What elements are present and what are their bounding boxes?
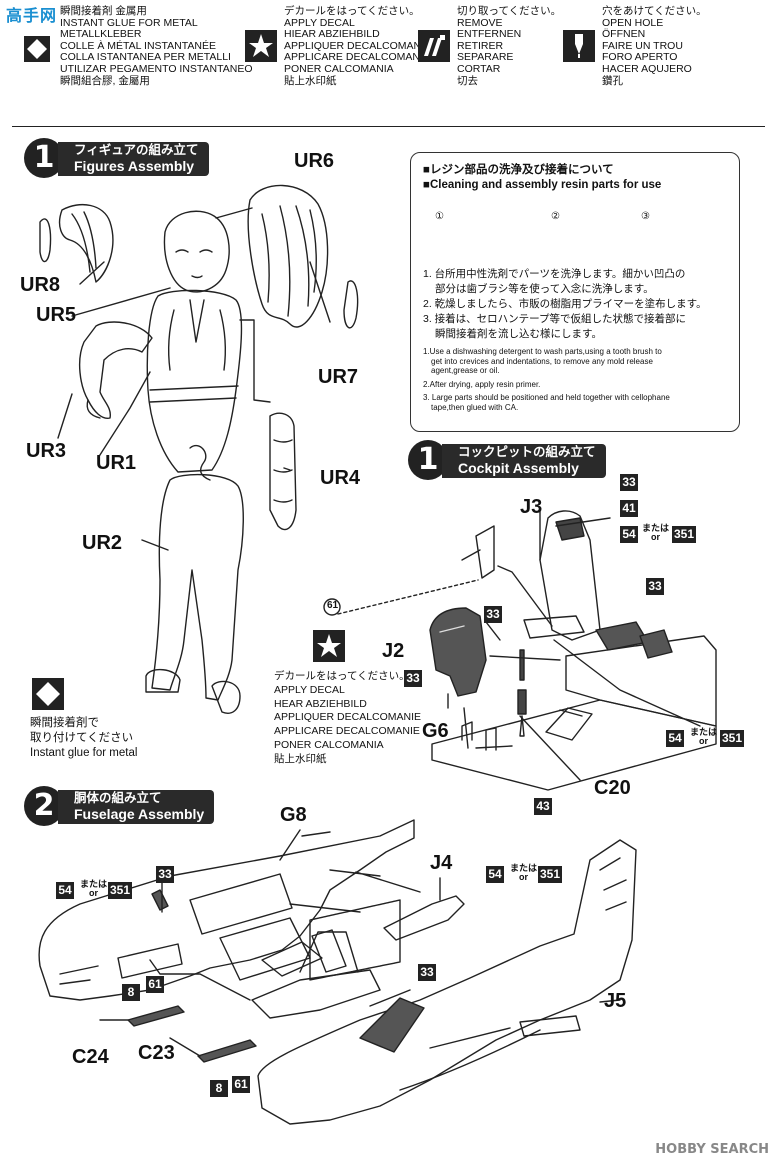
cockpit-rear-box bbox=[565, 635, 717, 727]
step-title-box: フィギュアの組み立て Figures Assembly bbox=[58, 142, 209, 176]
figure-head bbox=[163, 210, 230, 293]
hair-piece-small bbox=[39, 218, 52, 263]
label-ur7: UR7 bbox=[318, 366, 359, 388]
color-tag-351: 351 bbox=[538, 866, 563, 883]
cut-remove-icon bbox=[418, 30, 450, 62]
part-61-circle bbox=[323, 598, 341, 616]
figure-torso-ur1 bbox=[146, 289, 243, 473]
color-tag-33: 33 bbox=[484, 606, 502, 623]
armor-j2 bbox=[429, 607, 487, 697]
glue-diamond-icon bbox=[24, 36, 50, 62]
star-decal-icon bbox=[245, 30, 277, 62]
label-g6: G6 bbox=[422, 720, 449, 742]
hair-piece-ur8 bbox=[58, 203, 114, 283]
label-ur3: UR3 bbox=[26, 440, 67, 462]
resin-fig-2: ② bbox=[551, 211, 560, 222]
label-c24: C24 bbox=[72, 1046, 109, 1068]
color-tag-33: 33 bbox=[404, 670, 422, 687]
color-tag-54: 54 bbox=[666, 730, 684, 747]
label-ur8: UR8 bbox=[20, 274, 61, 296]
resin-header-jp: ■レジン部品の洗浄及び接着について bbox=[423, 164, 614, 176]
color-tag-351: 351 bbox=[720, 730, 745, 747]
step-number-badge: 1 bbox=[408, 440, 448, 480]
label-j4: J4 bbox=[430, 852, 453, 874]
step-number-badge: 2 bbox=[24, 786, 64, 826]
color-tag-33: 33 bbox=[620, 474, 638, 491]
color-tag-351: 351 bbox=[108, 882, 133, 899]
color-tag-54: 54 bbox=[486, 866, 504, 883]
figure-belt bbox=[149, 385, 239, 403]
step-number-badge: 1 bbox=[24, 138, 64, 178]
fuselage-right-j5 bbox=[257, 839, 637, 1125]
color-tag-54: 54 bbox=[620, 526, 638, 543]
color-tag-61: 61 bbox=[146, 976, 164, 993]
resin-header-en: ■Cleaning and assembly resin parts for u… bbox=[423, 179, 662, 191]
hobby-search-watermark: HOBBY SEARCH bbox=[655, 1142, 769, 1157]
part-c23 bbox=[197, 1039, 257, 1063]
step-title-box: コックピットの組み立て Cockpit Assembly bbox=[442, 444, 606, 478]
resin-fig-1: ① bbox=[435, 211, 444, 222]
label-j5: J5 bbox=[604, 990, 627, 1012]
glue-diamond-icon bbox=[32, 678, 64, 710]
label-g8: G8 bbox=[280, 804, 307, 826]
shoe-right bbox=[211, 680, 241, 714]
part-j4 bbox=[383, 895, 465, 941]
label-ur4: UR4 bbox=[320, 467, 361, 489]
color-tag-54: 54 bbox=[56, 882, 74, 899]
seat-j3 bbox=[539, 510, 601, 641]
resin-fig-3: ③ bbox=[641, 211, 650, 222]
shoe-left bbox=[145, 669, 181, 693]
figure-eyes bbox=[175, 249, 213, 253]
color-tag-43: 43 bbox=[534, 798, 552, 815]
drill-hole-icon bbox=[563, 30, 595, 62]
part-61-label: 61 bbox=[327, 600, 339, 611]
arm-ur3 bbox=[78, 321, 153, 419]
braid-ur7 bbox=[343, 280, 359, 329]
color-tag-351: 351 bbox=[672, 526, 697, 543]
label-ur2: UR2 bbox=[82, 532, 123, 554]
resin-cleaning-box: ■レジン部品の洗浄及び接着について ■Cleaning and assembly… bbox=[410, 152, 740, 432]
label-c23: C23 bbox=[138, 1042, 175, 1064]
color-tag-8: 8 bbox=[122, 984, 140, 1001]
color-tag-41: 41 bbox=[620, 500, 638, 517]
label-ur5: UR5 bbox=[36, 304, 77, 326]
label-c20: C20 bbox=[594, 777, 631, 799]
label-j2: J2 bbox=[382, 640, 405, 662]
star-decal-icon bbox=[313, 630, 345, 662]
hair-piece-ur6 bbox=[247, 184, 329, 328]
color-tag-8: 8 bbox=[210, 1080, 228, 1097]
legs-ur2 bbox=[151, 473, 244, 701]
color-tag-33: 33 bbox=[156, 866, 174, 883]
arm-ur4 bbox=[269, 412, 297, 531]
label-ur6: UR6 bbox=[294, 150, 335, 172]
step-title-box: 胴体の組み立て Fuselage Assembly bbox=[58, 790, 215, 824]
color-tag-61: 61 bbox=[232, 1076, 250, 1093]
part-c24 bbox=[127, 1005, 185, 1027]
color-tag-33: 33 bbox=[646, 578, 664, 595]
label-j3: J3 bbox=[520, 496, 543, 518]
header-divider bbox=[12, 126, 765, 127]
site-watermark-logo: 高手网 bbox=[6, 6, 58, 25]
label-ur1: UR1 bbox=[96, 452, 137, 474]
color-tag-33: 33 bbox=[418, 964, 436, 981]
